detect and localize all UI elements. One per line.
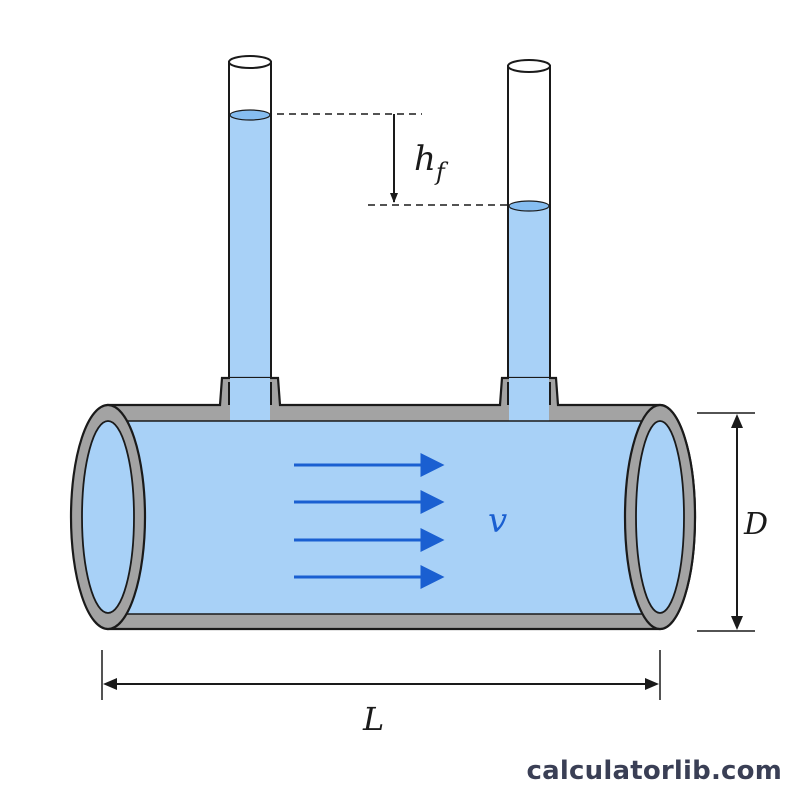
tube-left-water-surface bbox=[229, 109, 271, 121]
tube-right-neck-water bbox=[509, 378, 549, 423]
length-label: L bbox=[362, 700, 384, 738]
flow-arrows bbox=[294, 453, 445, 589]
tube-left-opening bbox=[228, 55, 272, 69]
pipe-water-interior bbox=[120, 421, 665, 614]
tube-right-water-column bbox=[509, 206, 549, 382]
piezometer-tube-right bbox=[507, 59, 551, 383]
diameter-dimension: D bbox=[697, 412, 768, 632]
head-loss-indicator: hf bbox=[277, 113, 508, 206]
tube-right-opening bbox=[507, 59, 551, 73]
length-dimension: L bbox=[101, 650, 661, 738]
tube-left-water-column bbox=[230, 115, 270, 382]
watermark: calculatorlib.com bbox=[526, 756, 782, 786]
pipe-outlet-opening bbox=[635, 420, 685, 614]
head-loss-label: hf bbox=[414, 139, 449, 186]
velocity-label: v bbox=[488, 501, 507, 541]
tube-right-water-surface bbox=[508, 200, 550, 212]
diameter-label: D bbox=[743, 507, 768, 542]
piezometer-tube-left bbox=[228, 55, 272, 383]
tube-left-neck-water bbox=[230, 378, 270, 423]
pipe-inlet-opening bbox=[81, 420, 135, 614]
